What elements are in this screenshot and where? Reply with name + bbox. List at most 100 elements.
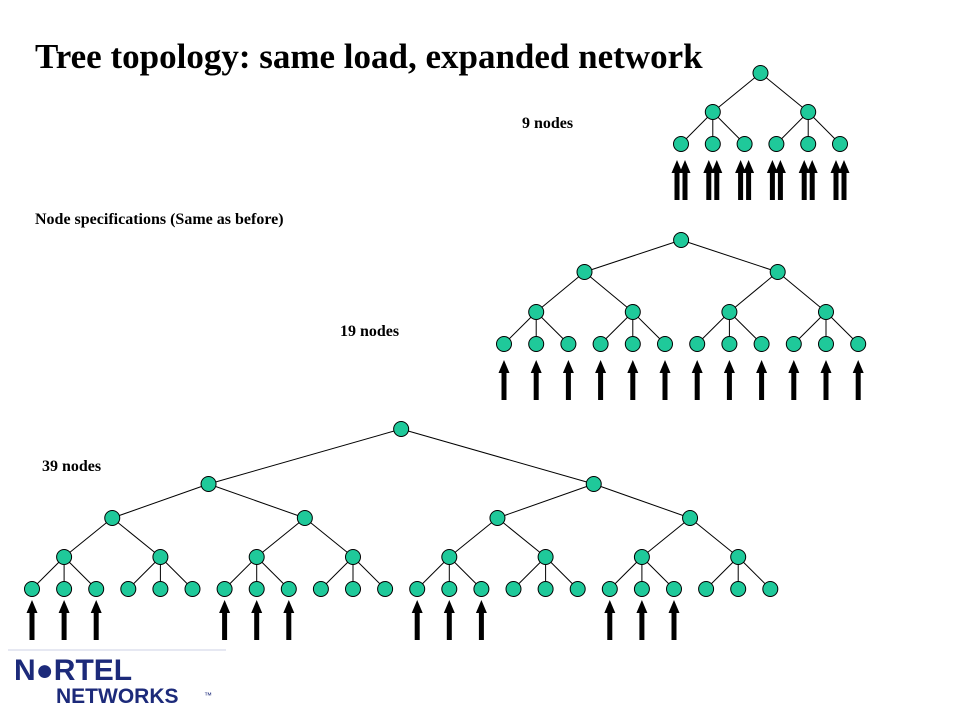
tree-2: [496, 232, 867, 400]
up-arrow-icon: [830, 160, 842, 200]
leaf-node: [280, 581, 297, 597]
tree-node: [528, 304, 545, 320]
up-arrow-icon: [679, 160, 691, 200]
up-arrow-icon: [743, 160, 755, 200]
leaf-node: [248, 581, 265, 597]
up-arrow-icon: [562, 360, 574, 400]
leaf-node: [592, 336, 609, 352]
leaf-node: [312, 581, 329, 597]
up-arrow-icon: [671, 160, 683, 200]
up-arrow-icon: [219, 600, 231, 640]
tree-node: [704, 104, 721, 120]
tree-node: [248, 549, 265, 565]
tree-node: [633, 549, 650, 565]
leaf-node: [345, 581, 361, 597]
tree-node: [730, 549, 747, 565]
tree-node: [576, 264, 593, 280]
leaf-node: [689, 336, 706, 352]
logo-trademark: ™: [204, 691, 212, 700]
leaf-node: [730, 581, 747, 597]
up-arrow-icon: [443, 600, 455, 640]
tree-node: [56, 549, 73, 565]
tree-node: [721, 304, 738, 320]
leaf-node: [657, 336, 673, 352]
up-arrow-icon: [411, 600, 423, 640]
tree-node: [537, 549, 554, 565]
leaf-node: [569, 581, 586, 597]
up-arrow-icon: [820, 360, 832, 400]
tree-node: [585, 476, 602, 492]
tree-label-9-nodes: 9 nodes: [522, 115, 574, 132]
tree-edge: [760, 72, 809, 113]
leaf-node: [441, 581, 458, 597]
tree-edge: [112, 483, 209, 519]
leaf-node: [850, 336, 867, 352]
tree-node: [296, 510, 313, 526]
tree-edge: [63, 517, 113, 558]
tree-edge: [584, 271, 634, 313]
leaf-node: [377, 581, 394, 597]
tree-edge: [448, 517, 498, 558]
leaf-node: [216, 581, 233, 597]
up-arrow-icon: [668, 600, 680, 640]
tree-edge: [208, 483, 306, 519]
up-arrow-icon: [711, 160, 723, 200]
leaf-node: [768, 136, 785, 152]
up-arrow-icon: [691, 360, 703, 400]
leaf-node: [818, 336, 834, 352]
tree-edge: [680, 239, 778, 273]
up-arrow-icon: [852, 360, 864, 400]
tree-node: [624, 304, 641, 320]
up-arrow-icon: [498, 360, 510, 400]
tree-node: [673, 232, 690, 248]
up-arrow-icon: [636, 600, 648, 640]
tree-node: [489, 510, 506, 526]
leaf-node: [601, 581, 618, 597]
up-arrow-icon: [604, 600, 616, 640]
up-arrow-icon: [659, 360, 671, 400]
leaf-node: [800, 136, 817, 152]
up-arrow-icon: [756, 360, 768, 400]
up-arrow-icon: [58, 600, 70, 640]
leaf-node: [473, 581, 490, 597]
logo-nortel-text: N●RTEL: [14, 654, 132, 687]
tree-edge: [641, 517, 691, 558]
logo-networks-text: NETWORKS: [56, 685, 179, 708]
tree-node: [769, 264, 786, 280]
tree-1: [671, 65, 850, 200]
tree-node: [752, 65, 769, 81]
tree-node: [800, 104, 817, 120]
leaf-node: [120, 581, 137, 597]
tree-edge: [777, 271, 827, 313]
leaf-node: [537, 581, 554, 597]
up-arrow-icon: [595, 360, 607, 400]
up-arrow-icon: [530, 360, 542, 400]
up-arrow-icon: [283, 600, 295, 640]
tree-edge: [593, 483, 691, 519]
tree-label-39-nodes: 39 nodes: [42, 458, 102, 475]
tree-edge: [208, 428, 402, 485]
up-arrow-icon: [627, 360, 639, 400]
node-specifications-note: Node specifications (Same as before): [35, 211, 284, 228]
leaf-node: [496, 336, 512, 352]
leaf-node: [721, 336, 738, 352]
leaf-node: [673, 136, 689, 152]
up-arrow-icon: [798, 160, 810, 200]
leaf-node: [24, 581, 40, 597]
leaf-node: [698, 581, 715, 597]
up-arrow-icon: [723, 360, 735, 400]
leaf-node: [528, 336, 545, 352]
tree-label-19-nodes: 19 nodes: [340, 323, 400, 340]
tree-edge: [535, 271, 585, 313]
leaf-node: [832, 136, 848, 152]
slide-title: Tree topology: same load, expanded netwo…: [35, 37, 703, 76]
leaf-node: [666, 581, 682, 597]
leaf-node: [753, 336, 770, 352]
tree-node: [441, 549, 458, 565]
tree-edge: [256, 517, 306, 558]
tree-edge: [111, 517, 161, 558]
leaf-node: [624, 336, 641, 352]
tree-node: [104, 510, 121, 526]
up-arrow-icon: [475, 600, 487, 640]
up-arrow-icon: [703, 160, 715, 200]
